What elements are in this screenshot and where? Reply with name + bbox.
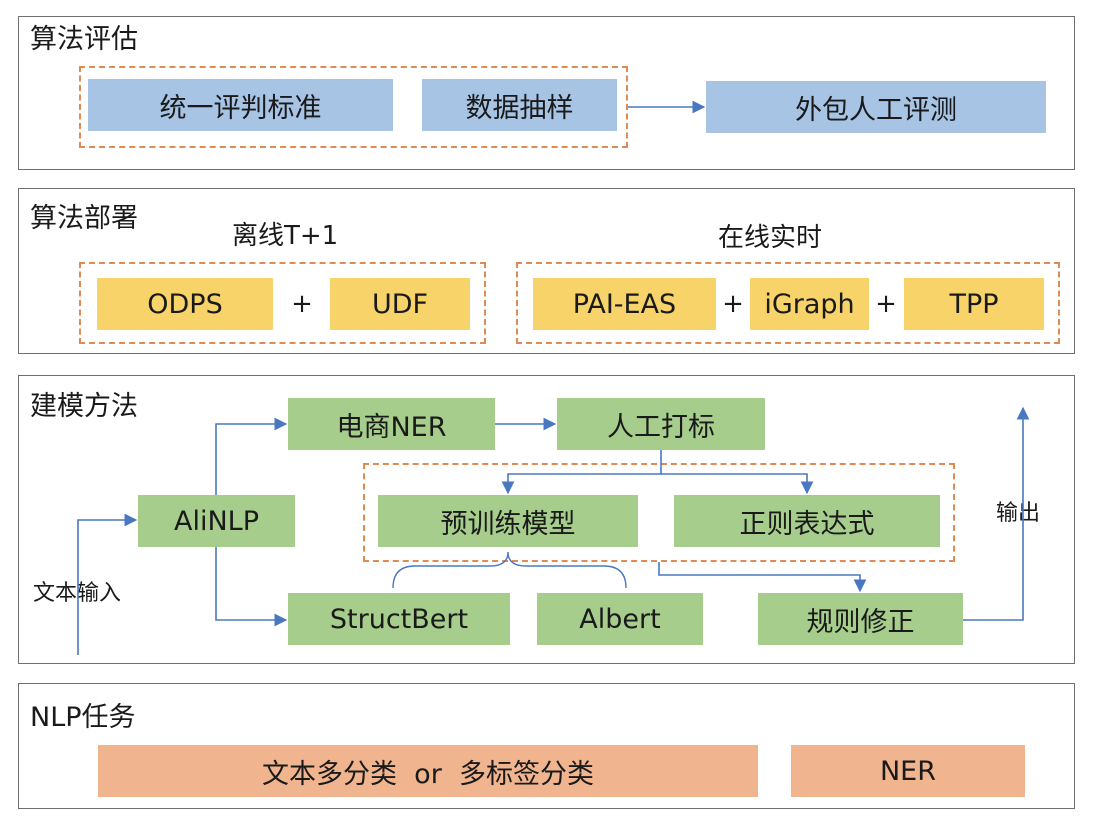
albert-box[interactable]: Albert (537, 593, 703, 645)
outsource-evaluation-box[interactable]: 外包人工评测 (706, 81, 1046, 133)
text-classification-box[interactable]: 文本多分类 or 多标签分类 (98, 745, 758, 797)
ner-task-box[interactable]: NER (791, 745, 1025, 797)
udf-box[interactable]: UDF (330, 278, 470, 330)
plus-sign: + (875, 289, 897, 319)
pai-eas-box[interactable]: PAI-EAS (533, 278, 716, 330)
plus-sign: + (722, 289, 744, 319)
pretrained-model-box[interactable]: 预训练模型 (378, 495, 638, 547)
online-dashed-group (516, 262, 1060, 344)
evaluation-dashed-group (79, 66, 628, 148)
manual-labeling-box[interactable]: 人工打标 (557, 398, 765, 450)
regex-box[interactable]: 正则表达式 (674, 495, 940, 547)
tpp-box[interactable]: TPP (904, 278, 1044, 330)
data-sampling-box[interactable]: 数据抽样 (422, 79, 617, 131)
offline-group-label: 离线T+1 (232, 221, 339, 251)
alinlp-box[interactable]: AliNLP (138, 495, 295, 547)
igraph-box[interactable]: iGraph (750, 278, 869, 330)
panel-title-deployment: 算法部署 (30, 203, 138, 234)
structbert-box[interactable]: StructBert (288, 593, 510, 645)
panel-title-evaluation: 算法评估 (30, 24, 138, 55)
online-group-label: 在线实时 (718, 223, 823, 253)
ecommerce-ner-box[interactable]: 电商NER (288, 398, 495, 450)
odps-box[interactable]: ODPS (97, 278, 273, 330)
offline-dashed-group (79, 262, 486, 344)
text-input-label: 文本输入 (33, 581, 122, 606)
rule-correction-box[interactable]: 规则修正 (758, 593, 963, 645)
unified-standard-box[interactable]: 统一评判标准 (88, 79, 393, 131)
output-label: 输出 (996, 501, 1041, 526)
panel-title-tasks: NLP任务 (30, 702, 136, 733)
panel-title-modeling: 建模方法 (30, 391, 138, 422)
plus-sign: + (291, 289, 313, 319)
